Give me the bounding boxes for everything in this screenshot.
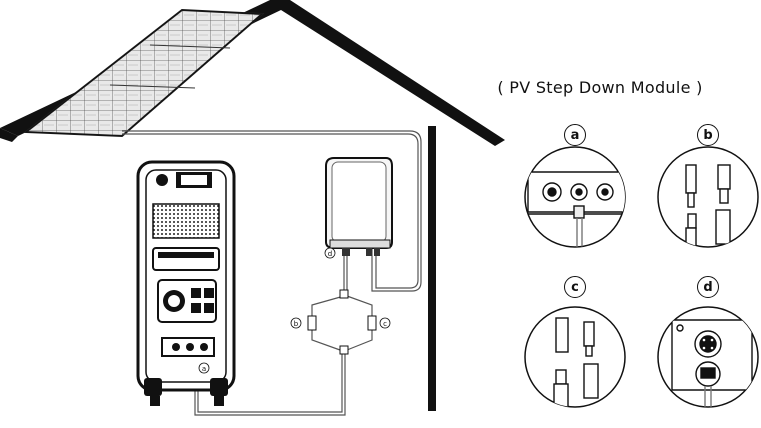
callout-d: d	[328, 250, 332, 258]
diagram-title: ( PV Step Down Module )	[470, 78, 730, 97]
detail-label-c: c	[564, 276, 586, 298]
detail-label-a: a	[564, 124, 586, 146]
callout-b: b	[294, 320, 299, 328]
power-station	[138, 162, 234, 406]
callout-a: a	[202, 365, 206, 373]
detail-d	[658, 307, 758, 410]
detail-a	[525, 147, 628, 250]
house-outline	[0, 0, 505, 411]
detail-label-b: b	[697, 124, 719, 146]
detail-b	[658, 147, 758, 252]
solar-panel	[26, 10, 262, 136]
callout-c: c	[383, 320, 387, 328]
splitter-connectors	[308, 290, 376, 354]
detail-label-d: d	[697, 276, 719, 298]
detail-c	[525, 307, 625, 408]
pv-step-down-module	[326, 158, 392, 256]
